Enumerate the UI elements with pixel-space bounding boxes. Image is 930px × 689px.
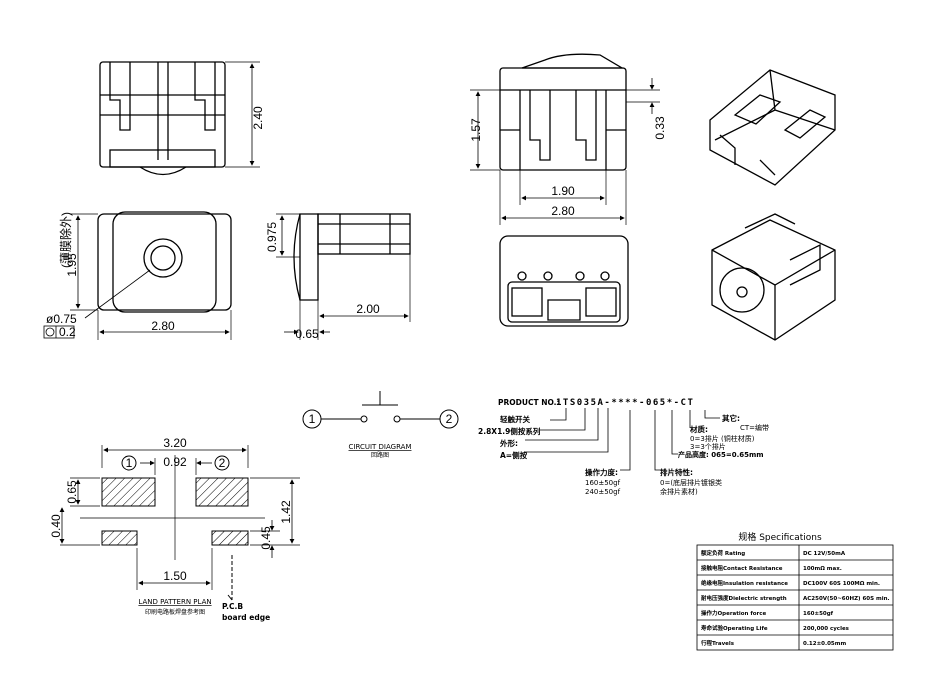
- spec-key: 额定负荷 Rating: [701, 549, 745, 557]
- product-label-material-2: 3=3个排片: [690, 442, 726, 451]
- front-view: [470, 53, 660, 225]
- spec-value: AC250V(50~60HZ) 60S min.: [803, 596, 890, 602]
- dim-side-view-len: 2.00: [356, 302, 380, 316]
- land-subtitle: 印刷电路板焊盘参考图: [145, 608, 205, 616]
- dim-side-view-height: 0.975: [265, 222, 279, 252]
- product-label-shape: 外形:: [500, 438, 518, 448]
- land-total: 3.20: [163, 436, 187, 450]
- dim-front-right: 0.33: [653, 116, 667, 140]
- spec-key: 操作力Operation force: [701, 609, 767, 617]
- land-total-h: 1.42: [279, 500, 293, 524]
- product-code: 1TS035A-****-065*-CT: [556, 398, 694, 408]
- circuit-node-1: 1: [309, 412, 316, 426]
- circuit-title: CIRCUIT DIAGRAM: [349, 443, 412, 451]
- dim-hole: ø0.75: [46, 312, 77, 326]
- spec-value: DC 12V/50mA: [803, 551, 846, 557]
- land-pitch: 1.50: [163, 569, 187, 583]
- land-small-h: 0.45: [259, 526, 273, 550]
- land-title: LAND PATTERN PLAN: [138, 598, 211, 606]
- circuit-diagram: [302, 391, 459, 429]
- land-pad-h: 0.65: [65, 480, 79, 504]
- bottom-view: [499, 235, 629, 327]
- spec-key: 寿命试验Operating Life: [701, 624, 768, 632]
- product-prefix: PRODUCT NO.:: [498, 398, 560, 407]
- land-edge: board edge: [222, 613, 270, 622]
- specs-table: [696, 544, 894, 651]
- dim-top-note: (薄膜除外): [58, 212, 73, 268]
- product-label-other-value: CT=编带: [740, 423, 769, 432]
- specs-rows: 额定负荷 Rating DC 12V/50mA 接触电阻Contact Resi…: [700, 549, 890, 647]
- circuit-node-2: 2: [446, 412, 453, 426]
- spec-key: 耐电压强度Dielectric strength: [701, 594, 787, 602]
- top-view-elevation: [99, 61, 260, 176]
- land-pad-2: 2: [219, 456, 226, 470]
- product-label-height: 产品高度: 065=0.65mm: [678, 450, 764, 459]
- product-label-other: 其它:: [722, 413, 740, 423]
- product-label-material: 材质:: [690, 424, 708, 434]
- product-label-force-2: 240±50gf: [585, 488, 621, 496]
- product-label-series: 2.8X1.9侧按系列: [478, 426, 541, 436]
- product-label-force: 操作力度:: [585, 467, 618, 477]
- plan-view: [43, 211, 232, 340]
- product-leaders: [525, 408, 720, 471]
- dim-front-inner: 1.90: [551, 184, 575, 198]
- product-label-switch: 轻触开关: [500, 414, 530, 424]
- land-pcb: P.C.B: [222, 602, 243, 611]
- land-center: 0.40: [49, 514, 63, 538]
- product-label-shape-value: A=侧按: [500, 450, 528, 460]
- side-view: [276, 213, 411, 340]
- spec-key: 行程Travels: [700, 639, 735, 647]
- dim-front-height: 1.57: [469, 118, 483, 142]
- product-label-pin-1: 0=(底层排片镀银类: [660, 478, 722, 487]
- product-label-force-1: 160±50gf: [585, 479, 621, 487]
- iso-view-bottom: [711, 213, 836, 341]
- spec-key: 绝缘电阻Insulation resistance: [701, 579, 788, 587]
- spec-value: 200,000 cycles: [803, 626, 850, 632]
- spec-value: 100mΩ max.: [803, 566, 842, 572]
- dim-front-width: 2.80: [551, 204, 575, 218]
- spec-value: 160±50gf: [803, 611, 834, 617]
- spec-value: 0.12±0.05mm: [803, 641, 846, 647]
- spec-value: DC100V 60S 100MΩ min.: [803, 581, 880, 587]
- specs-title: 规格 Specifications: [738, 531, 822, 543]
- iso-view-top: [709, 69, 836, 186]
- dim-top-height: 2.40: [251, 106, 265, 130]
- dim-plan-width: 2.80: [151, 319, 175, 333]
- land-gap: 0.92: [163, 455, 187, 469]
- land-pattern: [59, 445, 300, 601]
- dim-side-height: 1.95: [65, 253, 79, 277]
- product-label-pin-2: 余排片素材): [660, 487, 698, 496]
- spec-key: 接触电阻Contact Resistance: [701, 564, 783, 572]
- product-label-material-1: 0=3排片 (铜柱材质): [690, 434, 755, 443]
- dim-side-view-offset: 0.65: [295, 327, 319, 341]
- product-label-pin: 排片特性:: [660, 467, 693, 477]
- land-pad-1: 1: [126, 456, 133, 470]
- circuit-subtitle: 回路图: [371, 451, 389, 459]
- dim-tolerance: 0.2: [59, 325, 76, 339]
